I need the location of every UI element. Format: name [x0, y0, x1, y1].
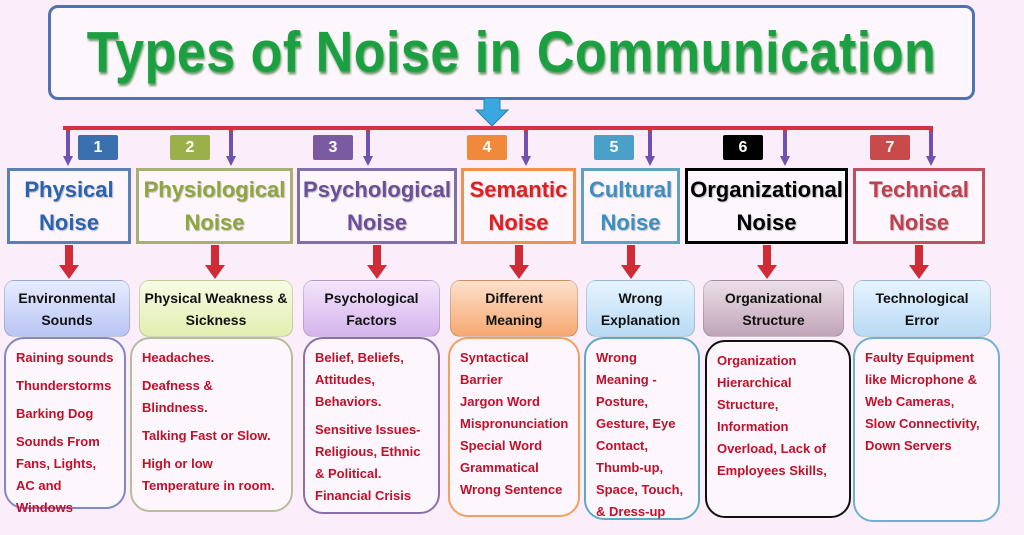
detail-item: Talking Fast or Slow.	[142, 428, 271, 443]
down-arrow-icon	[226, 132, 236, 166]
detail-item: Deafness & Blindness.	[142, 378, 213, 415]
subheading-box: Different Meaning	[450, 280, 578, 337]
detail-item: Headaches.	[142, 350, 215, 365]
subheading-box: Environmental Sounds	[4, 280, 130, 337]
subheading-box: Wrong Explanation	[586, 280, 695, 337]
connector-tick	[66, 126, 70, 136]
detail-item: Belief, Beliefs, Attitudes, Behaviors.	[315, 350, 404, 409]
detail-item: Raining sounds	[16, 350, 114, 365]
noise-type-title: Physical Noise	[7, 168, 131, 244]
noise-type-title: Cultural Noise	[581, 168, 680, 244]
noise-type-name: Organizational	[690, 177, 843, 202]
number-badge: 6	[723, 135, 763, 160]
subheading-box: Organizational Structure	[703, 280, 844, 337]
connector-tick	[366, 126, 370, 136]
number-badge: 7	[870, 135, 910, 160]
noise-type-suffix: Noise	[347, 210, 407, 235]
noise-type-name: Cultural	[588, 177, 673, 202]
detail-item: Barking Dog	[16, 406, 94, 421]
detail-item: Jargon Word	[460, 394, 540, 409]
details-box: Belief, Beliefs, Attitudes, Behaviors. Se…	[303, 337, 440, 514]
connector-line	[63, 126, 931, 130]
detail-item: Thunderstorms	[16, 378, 112, 393]
connector-tick	[229, 126, 233, 136]
details-box: Faulty Equipment like Microphone & Web C…	[853, 337, 1000, 522]
noise-type-title: Semantic Noise	[461, 168, 576, 244]
noise-type-name: Physical	[24, 177, 114, 202]
number-badge: 2	[170, 135, 210, 160]
noise-type-suffix: Noise	[39, 210, 99, 235]
down-arrow-icon	[204, 245, 225, 279]
noise-type-name: Semantic	[469, 177, 568, 202]
detail-item: Faulty Equipment like Microphone & Web C…	[865, 350, 980, 453]
detail-item: Organization Hierarchical Structure, Inf…	[717, 353, 827, 478]
number-badge: 4	[467, 135, 507, 160]
page-title: Types of Noise in Communication	[86, 20, 937, 85]
detail-item: High or low Temperature in room.	[142, 456, 275, 493]
down-arrow-icon	[620, 245, 641, 279]
noise-type-suffix: Noise	[736, 210, 797, 235]
noise-type-name: Physiological	[143, 177, 286, 202]
detail-item: Special Word	[460, 438, 543, 453]
down-arrow-icon	[521, 132, 531, 166]
subheading-box: Technological Error	[853, 280, 991, 337]
detail-item: Grammatical	[460, 460, 539, 475]
subheading-box: Physical Weakness & Sickness	[139, 280, 293, 337]
noise-type-suffix: Noise	[600, 210, 661, 235]
number-badge: 1	[78, 135, 118, 160]
title-box: Types of Noise in Communication	[48, 5, 975, 100]
down-arrow-icon	[59, 245, 79, 279]
detail-item: Wrong Meaning -Posture, Gesture, Eye Con…	[596, 350, 684, 519]
detail-item: Wrong Sentence	[460, 482, 563, 497]
down-arrow-icon	[645, 132, 655, 166]
down-arrow-icon	[63, 132, 73, 166]
subheading-box: Psychological Factors	[303, 280, 440, 337]
down-arrow-icon	[367, 245, 387, 279]
noise-type-suffix: Noise	[488, 210, 549, 235]
down-arrow-icon	[474, 98, 510, 127]
connector-tick	[783, 126, 787, 136]
detail-item: Syntactical Barrier	[460, 350, 529, 387]
down-arrow-icon	[756, 245, 777, 279]
details-box: Wrong Meaning -Posture, Gesture, Eye Con…	[584, 337, 700, 520]
connector-tick	[648, 126, 652, 136]
detail-item: Mispronunciation	[460, 416, 569, 431]
connector-tick	[524, 126, 528, 136]
noise-type-title: Technical Noise	[853, 168, 985, 244]
down-arrow-icon	[926, 132, 936, 166]
noise-type-name: Psychological	[303, 177, 451, 202]
down-arrow-icon	[909, 245, 929, 279]
connector-tick	[929, 126, 933, 136]
detail-item: Sounds From Fans, Lights, AC and Windows	[16, 434, 100, 515]
detail-item: Sensitive Issues- Religious, Ethnic & Po…	[315, 422, 421, 503]
noise-type-title: Physiological Noise	[136, 168, 293, 244]
down-arrow-icon	[363, 132, 373, 166]
noise-type-title: Organizational Noise	[685, 168, 848, 244]
noise-type-title: Psychological Noise	[297, 168, 457, 244]
noise-type-suffix: Noise	[889, 210, 949, 235]
details-box: Headaches. Deafness & Blindness. Talking F…	[130, 337, 293, 512]
number-badge: 5	[594, 135, 634, 160]
details-box: Organization Hierarchical Structure, Inf…	[705, 340, 851, 518]
number-badge: 3	[313, 135, 353, 160]
noise-type-suffix: Noise	[184, 210, 245, 235]
down-arrow-icon	[508, 245, 529, 279]
noise-type-name: Technical	[869, 177, 969, 202]
down-arrow-icon	[780, 132, 790, 166]
